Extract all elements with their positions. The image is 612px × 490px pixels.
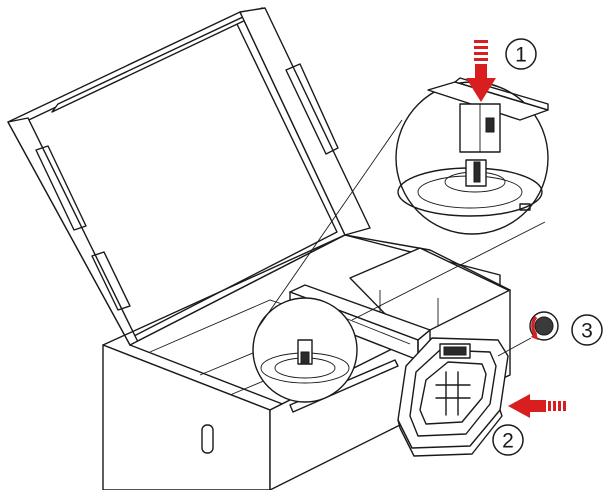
screw-icon	[497, 311, 559, 357]
step-label-1: 1	[505, 38, 537, 70]
zoom-line-left	[257, 119, 403, 329]
arrow-left-icon	[508, 394, 566, 418]
stand-base	[397, 337, 509, 457]
step-number-3: 3	[581, 320, 593, 343]
step-label-3: 3	[571, 314, 603, 346]
step-number-1: 1	[515, 44, 527, 67]
zoom-line-right	[351, 221, 546, 321]
zoom-detail-circle	[395, 77, 549, 235]
arrow-down-icon	[466, 40, 496, 102]
small-detail-circle	[252, 297, 358, 403]
step-number-2: 2	[502, 430, 514, 453]
box-lid	[7, 7, 371, 346]
step-label-2: 2	[492, 424, 524, 456]
